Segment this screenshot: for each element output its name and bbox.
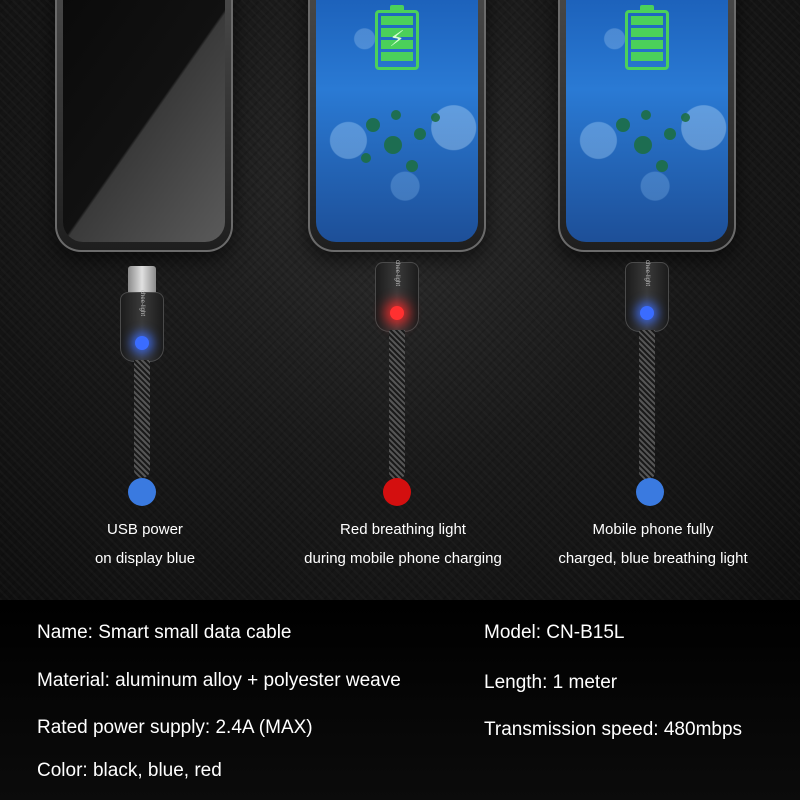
led-red: [390, 306, 404, 320]
braided-cable: [389, 330, 405, 480]
caption-line: charged, blue breathing light: [558, 550, 748, 567]
spec-color: Color: black, blue, red: [37, 760, 222, 781]
spec-model: Model: CN-B15L: [484, 622, 625, 643]
spec-power: Rated power supply: 2.4A (MAX): [37, 717, 313, 738]
lightning-bolt-icon: ⚡: [389, 26, 405, 51]
battery-charging-icon: [375, 5, 419, 70]
caption-line: on display blue: [94, 550, 196, 567]
phone-fully-charged: [558, 0, 736, 252]
cable-plug-full: chee-light: [625, 259, 669, 332]
cable-plug-usb: chee-light: [120, 289, 164, 362]
plug-brand-label: chee-light: [139, 289, 145, 317]
caption-charging: Red breathing light during mobile phone …: [304, 515, 502, 573]
caption-usb: USB power on display blue: [95, 515, 195, 573]
phone-full-screen: [566, 0, 728, 242]
caption-line: during mobile phone charging: [304, 550, 502, 567]
led-blue: [640, 306, 654, 320]
indicator-dot-charging: [383, 478, 411, 506]
cable-plug-charging: chee-light: [375, 259, 419, 332]
caption-full: Mobile phone fully charged, blue breathi…: [558, 515, 747, 573]
plug-brand-label: chee-light: [394, 259, 400, 287]
indicator-dot-full: [636, 478, 664, 506]
led-blue: [135, 336, 149, 350]
usb-c-connector: [128, 266, 156, 296]
phone-dark-screen: [63, 0, 225, 242]
braided-cable: [134, 360, 150, 478]
battery-full-icon: [625, 5, 669, 70]
decorative-dots: [606, 108, 706, 188]
caption-line: Mobile phone fully: [592, 521, 714, 538]
spec-length: Length: 1 meter: [484, 672, 618, 693]
spec-speed: Transmission speed: 480mbps: [484, 719, 743, 740]
spec-name: Name: Smart small data cable: [37, 622, 292, 643]
phone-charging: ⚡: [308, 0, 486, 252]
spec-material: Material: aluminum alloy + polyester wea…: [37, 670, 401, 691]
caption-line: USB power: [107, 521, 183, 538]
plug-brand-label: chee-light: [644, 259, 650, 287]
product-scene: chee-light ⚡ chee-light: [0, 0, 800, 600]
caption-line: Red breathing light: [340, 521, 466, 538]
indicator-dot-usb: [128, 478, 156, 506]
phone-charging-screen: ⚡: [316, 0, 478, 242]
decorative-dots: [356, 108, 456, 188]
braided-cable: [639, 330, 655, 480]
phone-screen-off: [55, 0, 233, 252]
spec-panel: Name: Smart small data cable Model: CN-B…: [0, 600, 800, 800]
